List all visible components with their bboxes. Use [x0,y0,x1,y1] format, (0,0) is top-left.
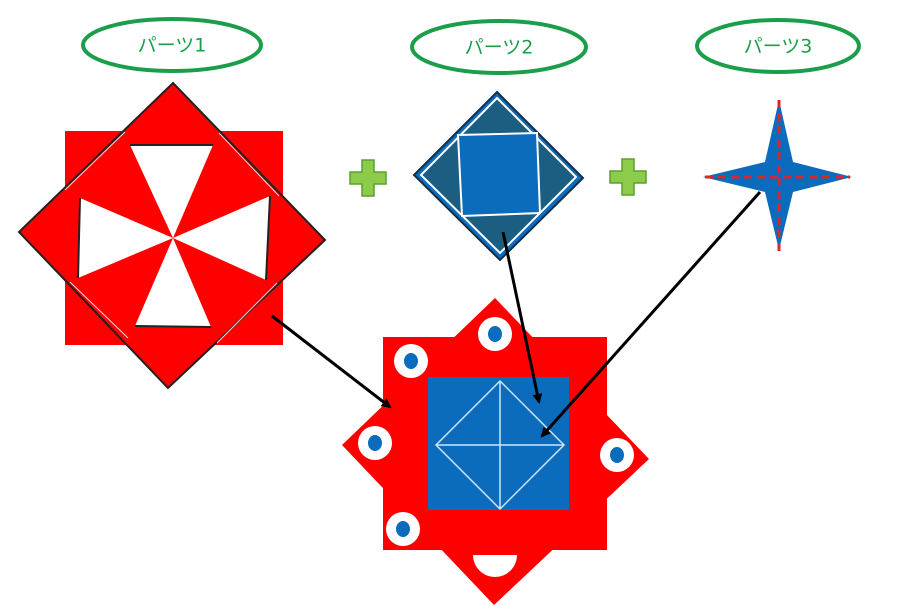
arrow-part3 [540,191,762,438]
mouth [473,555,517,577]
label-part3-text: パーツ3 [744,36,813,58]
eye [478,317,512,351]
eye [600,438,634,472]
eye [394,344,428,378]
part1-shape [17,81,327,390]
eye [386,512,420,546]
label-part3: パーツ3 [695,18,861,74]
eye [358,426,392,460]
label-part2-text: パーツ2 [465,37,534,59]
plus-icon [349,159,387,197]
arrows [271,191,762,438]
label-part1: パーツ1 [81,17,263,73]
part2-shape [412,90,585,262]
arrow-part2 [501,231,543,404]
combined-shape [342,298,649,605]
label-part1-text: パーツ1 [138,35,207,57]
label-part2: パーツ2 [410,19,588,75]
plus-icon [609,158,647,196]
part3-shape [703,100,852,252]
arrow-part1 [271,314,392,409]
